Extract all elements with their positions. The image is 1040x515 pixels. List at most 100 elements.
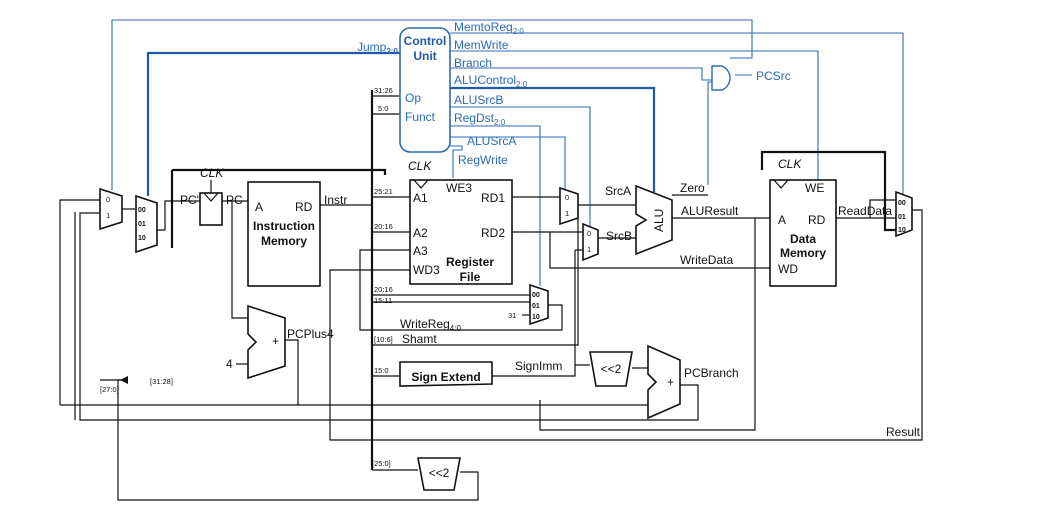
svg-text:4: 4 [226, 357, 233, 371]
svg-text:Branch: Branch [454, 56, 492, 70]
pc-register: CLK PC' PC [180, 166, 243, 226]
svg-text:ALUSrcB: ALUSrcB [454, 93, 503, 107]
svg-text:A2: A2 [413, 226, 428, 240]
svg-text:RegDst2:0: RegDst2:0 [454, 111, 506, 127]
svg-text:+: + [667, 375, 674, 389]
thirtyone-label: 31 [508, 311, 516, 320]
svg-text:SignImm: SignImm [515, 359, 562, 373]
svg-text:CLK: CLK [408, 159, 432, 173]
shamt-label: Shamt [402, 332, 437, 346]
control-signal-labels: MemtoReg2:0 MemWrite Branch ALUControl2:… [357, 20, 791, 167]
svg-text:[27:0]: [27:0] [100, 385, 119, 394]
svg-text:0: 0 [587, 229, 591, 238]
svg-text:10: 10 [138, 235, 146, 242]
svg-text:Instr: Instr [324, 193, 347, 207]
register-file: CLK WE3 A1 A2 A3 WD3 RD1 RD2 Register Fi… [408, 159, 513, 285]
svg-text:Funct: Funct [405, 110, 436, 124]
svg-text:15:0: 15:0 [374, 366, 389, 375]
svg-text:PCSrc: PCSrc [756, 69, 791, 83]
svg-text:File: File [460, 270, 481, 284]
bit-field-labels: 31:26 5:0 25:21 20:16 20:16 15:11 [10:6]… [100, 86, 393, 468]
svg-text:SrcB: SrcB [606, 229, 632, 243]
svg-text:RD2: RD2 [481, 226, 505, 240]
svg-text:PC': PC' [180, 193, 199, 207]
svg-text:CLK: CLK [778, 157, 802, 171]
srcb-mux: 0 1 [582, 222, 599, 262]
svg-text:WD3: WD3 [413, 263, 440, 277]
svg-text:10: 10 [532, 314, 540, 321]
svg-text:00: 00 [532, 292, 540, 299]
svg-text:ReadData: ReadData [838, 204, 892, 218]
svg-text:ALUControl2:0: ALUControl2:0 [454, 73, 528, 89]
pcplus4-adder: + 4 PCPlus4 [226, 304, 334, 380]
svg-text:WE: WE [805, 181, 824, 195]
svg-text:[31:28]: [31:28] [150, 377, 173, 386]
svg-text:Op: Op [405, 91, 421, 105]
svg-text:01: 01 [532, 303, 540, 310]
svg-text:WD: WD [778, 262, 798, 276]
svg-text:Sign Extend: Sign Extend [411, 370, 480, 384]
svg-text:<<2: <<2 [601, 362, 622, 376]
shift-left-2-imm: <<2 [589, 351, 633, 387]
svg-text:A: A [255, 200, 263, 214]
result-label: Result [886, 425, 921, 439]
control-wires [111, 19, 904, 286]
svg-text:WE3: WE3 [446, 181, 472, 195]
svg-text:MemWrite: MemWrite [454, 38, 509, 52]
pc-mux: 0 1 [99, 187, 123, 231]
control-unit: Control Unit Op Funct [399, 27, 451, 153]
svg-text:31:26: 31:26 [374, 86, 393, 95]
svg-text:ALU: ALU [652, 209, 666, 232]
svg-text:00: 00 [138, 207, 146, 214]
svg-text:RegWrite: RegWrite [458, 153, 508, 167]
srca-mux: 0 1 [559, 186, 579, 226]
svg-text:CLK: CLK [200, 166, 224, 180]
svg-text:PC: PC [226, 193, 243, 207]
svg-text:10: 10 [898, 227, 906, 234]
svg-text:15:11: 15:11 [374, 296, 392, 305]
svg-text:1: 1 [106, 211, 110, 220]
svg-text:A1: A1 [413, 191, 428, 205]
alu: ALU SrcA SrcB Zero ALUResult [605, 181, 739, 256]
jump-mux: 00 01 10 [135, 194, 158, 254]
regdst-mux: 00 01 10 [529, 283, 549, 326]
svg-text:<<2: <<2 [429, 466, 450, 480]
data-memory: CLK WE A RD Data Memory WD ReadData [769, 157, 892, 287]
svg-text:0: 0 [106, 195, 110, 204]
branch-and-gate [711, 65, 731, 91]
svg-text:20:16: 20:16 [374, 285, 393, 294]
svg-text:[25:0]: [25:0] [372, 459, 391, 468]
pcbranch-adder: + PCBranch [647, 344, 739, 420]
instruction-memory: A RD Instruction Memory Instr [247, 181, 347, 287]
sign-extend: Sign Extend SignImm [399, 359, 562, 387]
shift-left-2-jump: <<2 [417, 457, 461, 491]
svg-text:+: + [272, 334, 279, 348]
result-mux: 00 01 10 [895, 190, 913, 238]
svg-text:A: A [778, 213, 786, 227]
svg-text:PCBranch: PCBranch [684, 366, 739, 380]
svg-text:01: 01 [898, 214, 906, 221]
svg-text:ALUSrcA: ALUSrcA [467, 134, 516, 148]
svg-text:00: 00 [898, 200, 906, 207]
svg-text:Jump2:0: Jump2:0 [357, 40, 398, 56]
data-wires [59, 90, 923, 501]
svg-text:PCPlus4: PCPlus4 [287, 327, 334, 341]
writedata-label: WriteData [680, 253, 733, 267]
svg-text:25:21: 25:21 [374, 187, 393, 196]
svg-text:Control: Control [404, 34, 447, 48]
svg-text:MemtoReg2:0: MemtoReg2:0 [454, 20, 524, 36]
svg-text:Memory: Memory [780, 246, 826, 260]
svg-text:01: 01 [138, 221, 146, 228]
writereg-label: WriteReg4:0 [400, 317, 461, 333]
svg-text:Instruction: Instruction [253, 219, 315, 233]
svg-text:ALUResult: ALUResult [681, 204, 739, 218]
svg-text:5:0: 5:0 [378, 104, 388, 113]
svg-text:[10:6]: [10:6] [374, 335, 393, 344]
svg-text:RD: RD [295, 200, 313, 214]
svg-text:Register: Register [446, 255, 494, 269]
svg-text:0: 0 [565, 193, 569, 202]
svg-text:Zero: Zero [680, 181, 705, 195]
svg-text:SrcA: SrcA [605, 184, 631, 198]
svg-text:1: 1 [587, 245, 591, 254]
